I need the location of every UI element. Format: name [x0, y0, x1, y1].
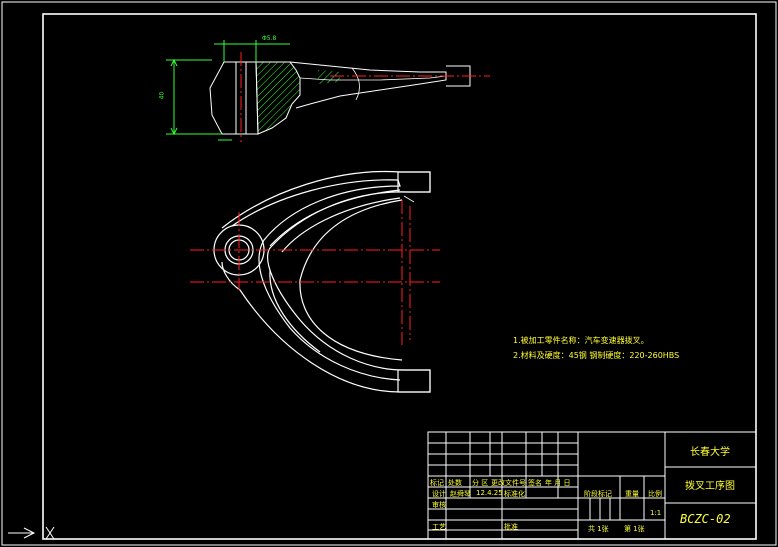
section-view [166, 40, 490, 142]
process-label: 工艺 [432, 523, 446, 531]
bore-dimension-label: Φ5.8 [262, 35, 277, 42]
arm-section-hatch [318, 70, 340, 84]
rev-label-date: 年 月 日 [545, 479, 571, 487]
inner-border [42, 13, 757, 540]
arm-outline [299, 75, 447, 81]
approve-label: 批准 [504, 523, 518, 531]
hub-section-hatch [255, 61, 301, 135]
dimension-lines [166, 40, 290, 141]
rev-label-zone: 分 区 [472, 479, 489, 487]
title-block [427, 431, 757, 540]
fork-inner-curve [299, 199, 403, 361]
school-name: 长春大学 [690, 447, 730, 458]
rev-label-file: 更改文件号 [491, 479, 526, 487]
note-1: 1.被加工零件名称：汽车变速器拨叉。 [513, 336, 649, 345]
lower-tip [397, 369, 431, 393]
fork-centerlines [190, 200, 440, 345]
design-date: 12.4.25 [476, 489, 503, 497]
height-dimension-label: 40 [158, 91, 166, 100]
stage-label: 阶段标记 [584, 490, 612, 498]
arm-curve [351, 67, 360, 101]
scale-label: 比例 [648, 490, 662, 498]
drawing-title: 拨叉工序图 [685, 481, 735, 492]
note-2: 2.材料及硬度：45钢 钢制硬度：220-260HBS [513, 351, 680, 360]
weight-label: 重量 [625, 490, 639, 498]
drawing-code: BCZC-02 [680, 512, 731, 526]
rev-label-count: 处数 [448, 479, 462, 487]
fork-inner-curve [269, 269, 321, 353]
check-label: 审核 [432, 501, 446, 509]
tip-leader [403, 195, 415, 203]
hub-outline [209, 61, 259, 135]
upper-tip [397, 171, 431, 193]
rev-label-mark: 标记 [430, 479, 444, 487]
rev-label-sign: 签名 [528, 479, 542, 487]
fork-rib [269, 189, 401, 253]
scale-value: 1:1 [650, 509, 662, 517]
standardization-label: 标准化 [504, 490, 525, 498]
sheets-total: 共 1张 [588, 525, 609, 533]
fork-inner-contour [231, 179, 401, 381]
design-label: 设计 [432, 490, 446, 498]
fork-view [190, 170, 440, 393]
orientation-arrow-icon [8, 526, 55, 540]
sheet-number: 第 1张 [624, 525, 645, 533]
designer-name: 赵舜琴 [450, 490, 471, 498]
arm-outline [289, 61, 447, 109]
